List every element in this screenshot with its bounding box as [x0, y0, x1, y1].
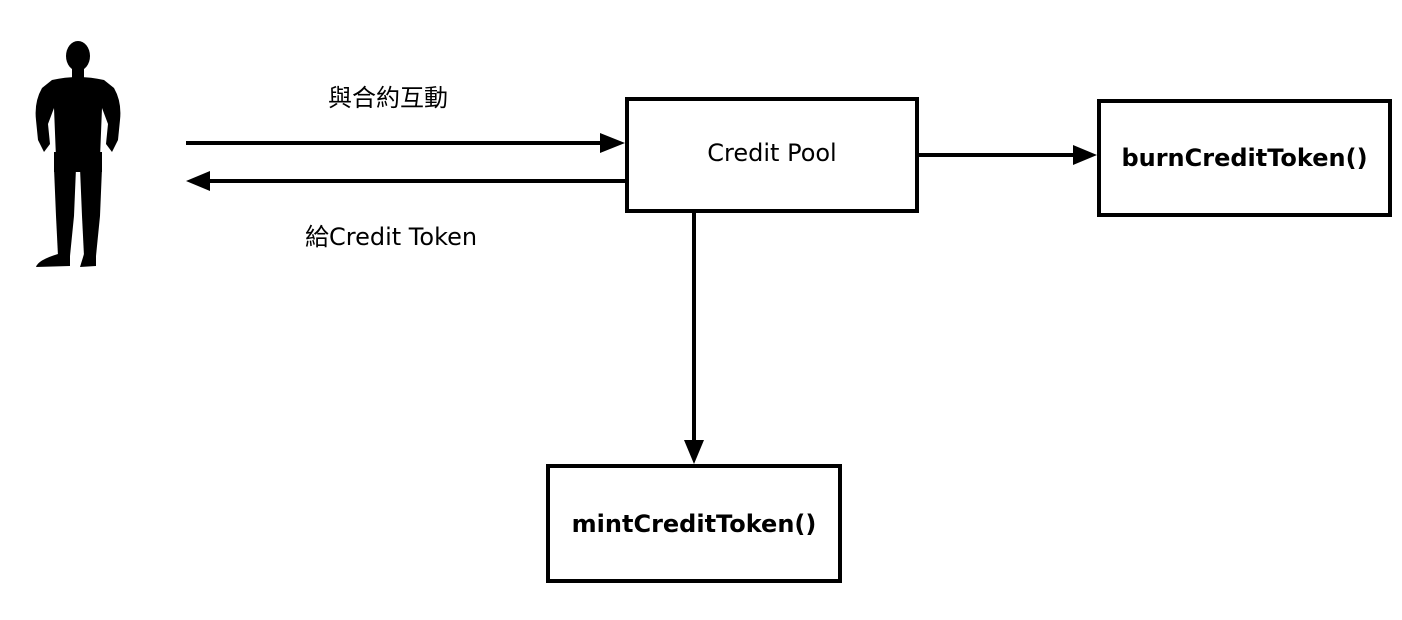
credit-pool-box: Credit Pool: [625, 97, 919, 213]
give-token-label: 給Credit Token: [305, 223, 478, 251]
mint-credit-token-box: mintCreditToken(): [546, 464, 842, 583]
burn-credit-token-label: burnCreditToken(): [1121, 144, 1368, 172]
burn-credit-token-box: burnCreditToken(): [1097, 99, 1392, 217]
interact-label: 與合約互動: [328, 84, 448, 112]
credit-pool-label: Credit Pool: [707, 139, 837, 167]
arrow-interact: [186, 133, 625, 153]
person-silhouette-icon: [35, 41, 121, 267]
arrow-to-burn: [919, 145, 1097, 165]
mint-credit-token-label: mintCreditToken(): [571, 509, 817, 538]
arrow-give-token: [186, 171, 625, 191]
arrow-to-mint: [684, 213, 704, 464]
